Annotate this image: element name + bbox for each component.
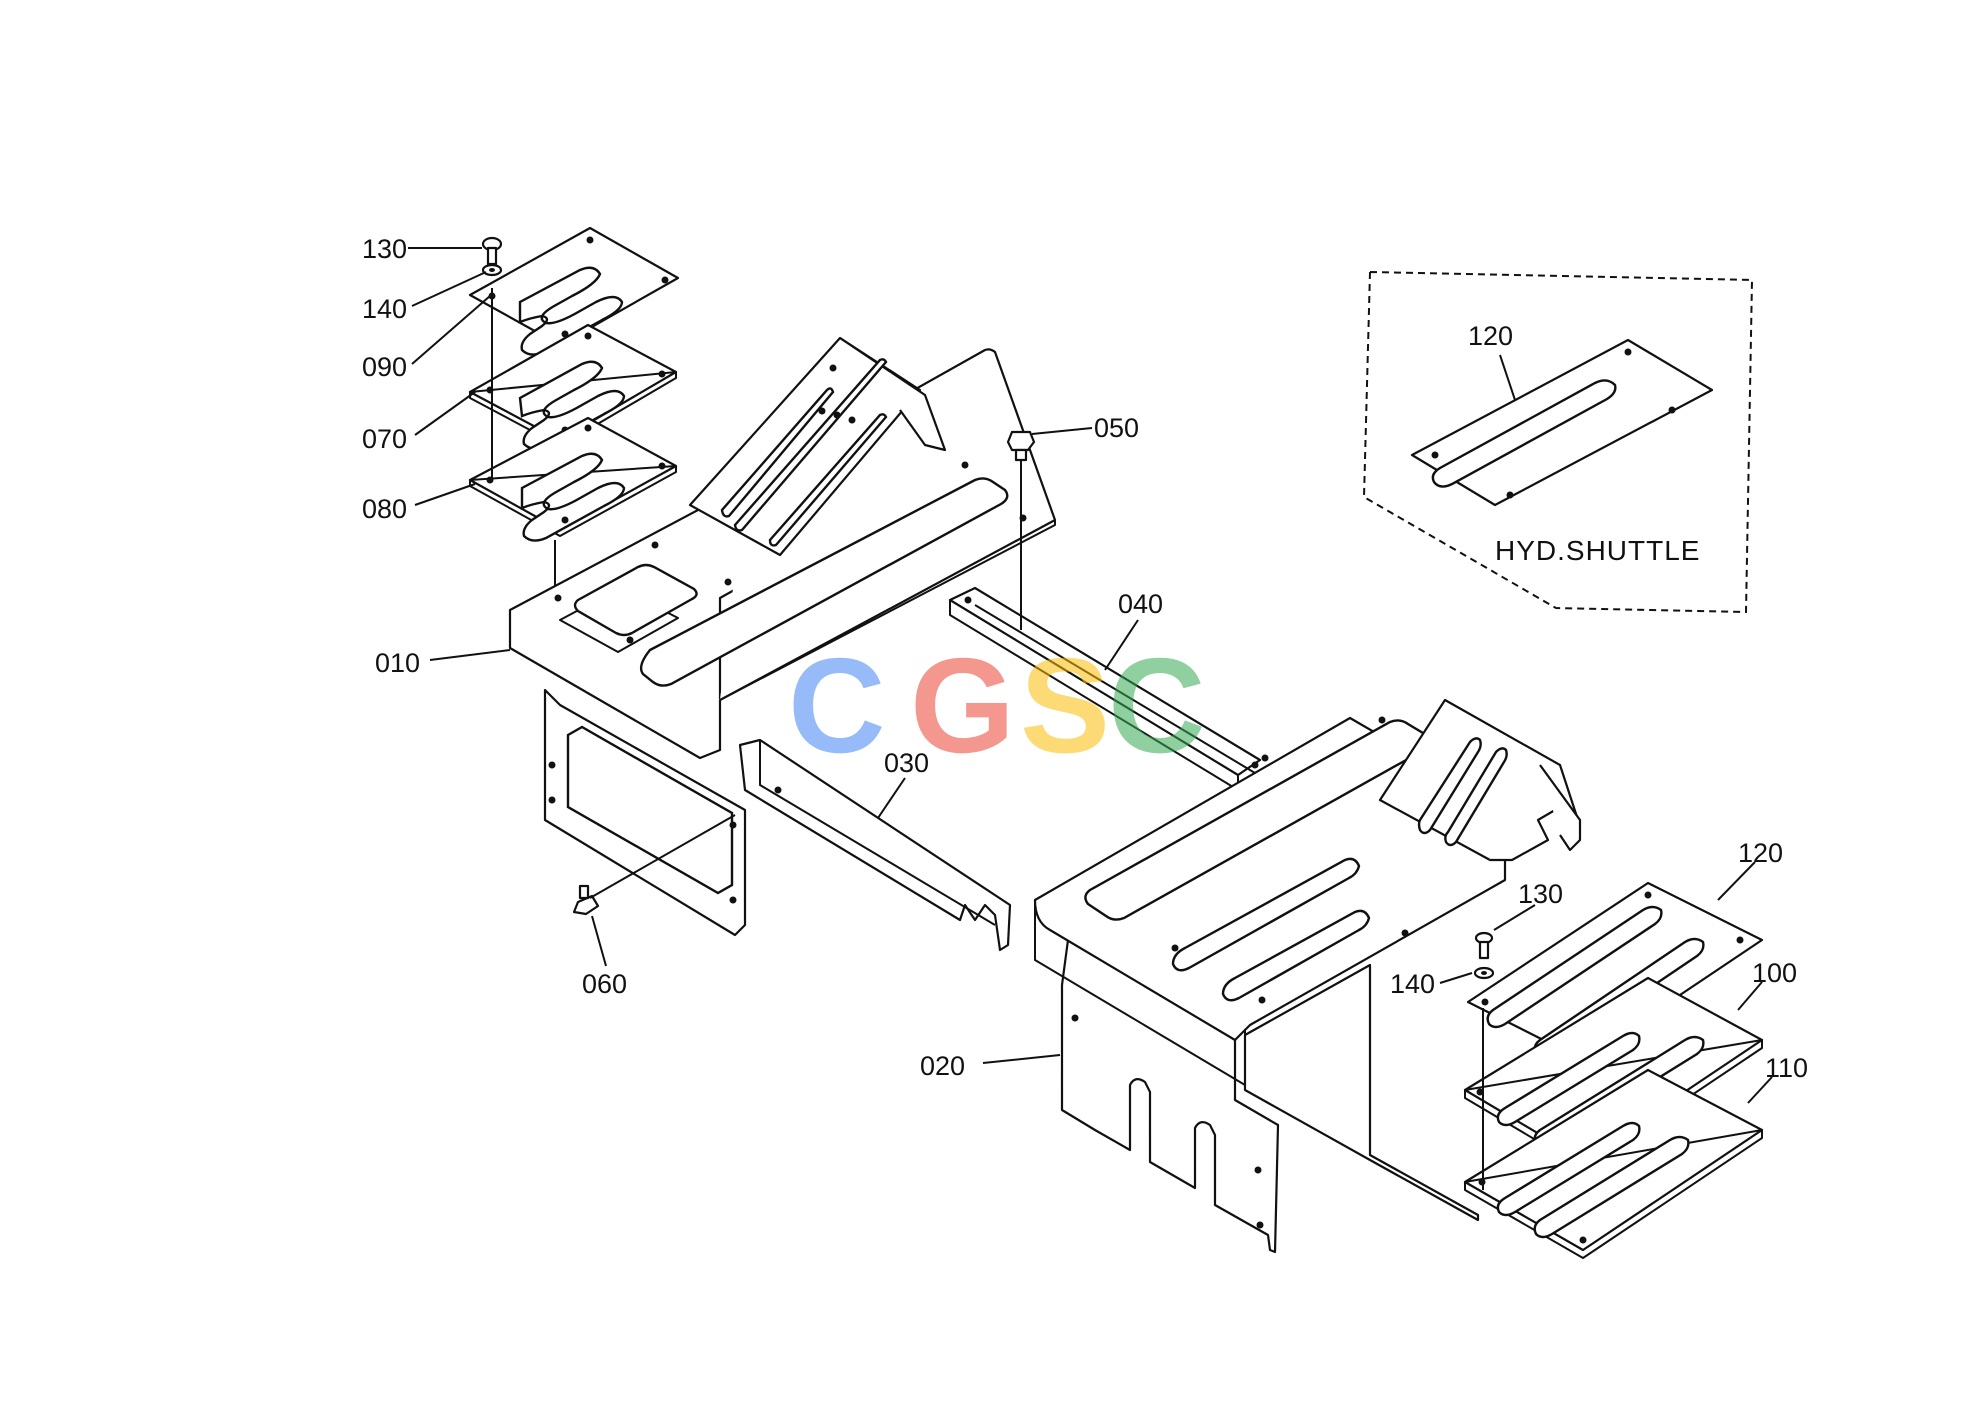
washer-140-left xyxy=(481,263,503,277)
callout-140-right: 140 xyxy=(1390,969,1435,999)
console-020 xyxy=(1033,698,1582,1254)
callout-120-inset: 120 xyxy=(1468,321,1513,351)
bolt-130-right xyxy=(1474,931,1494,960)
console-010 xyxy=(508,336,1057,937)
bolt-060 xyxy=(572,814,736,916)
callout-140-left: 140 xyxy=(362,294,407,324)
callout-130-left: 130 xyxy=(362,234,407,264)
callout-110: 110 xyxy=(1765,1053,1808,1083)
inset-hyd-shuttle: HYD.SHUTTLE xyxy=(1362,270,1754,614)
bolt-050 xyxy=(1006,430,1036,630)
watermark-letter-c2: C xyxy=(1108,630,1206,781)
washer-140-right xyxy=(1473,966,1495,980)
bolt-130-left xyxy=(481,236,503,266)
callout-010: 010 xyxy=(375,648,420,678)
plate-080 xyxy=(468,416,678,542)
callout-070: 070 xyxy=(362,424,407,454)
callout-100: 100 xyxy=(1752,958,1797,988)
plate-070 xyxy=(468,323,678,450)
crossmember-030 xyxy=(738,738,1012,952)
watermark-logo: C G S C xyxy=(788,630,1206,781)
callout-030: 030 xyxy=(884,748,929,778)
plate-090 xyxy=(468,226,680,356)
callout-120-right: 120 xyxy=(1738,838,1783,868)
callout-090: 090 xyxy=(362,352,407,382)
watermark-letter-c1: C xyxy=(788,630,886,781)
plate-110 xyxy=(1463,1068,1764,1259)
callout-labels: 130 140 090 070 080 010 050 040 030 060 … xyxy=(362,234,1808,1083)
callout-050: 050 xyxy=(1094,413,1139,443)
callout-060: 060 xyxy=(582,969,627,999)
inset-title: HYD.SHUTTLE xyxy=(1495,535,1700,566)
watermark-letter-s: S xyxy=(1020,630,1110,781)
leader-lines xyxy=(408,247,1773,1104)
callout-080: 080 xyxy=(362,494,407,524)
callout-040: 040 xyxy=(1118,589,1163,619)
watermark-letter-g: G xyxy=(910,630,1015,781)
callout-020: 020 xyxy=(920,1051,965,1081)
callout-130-right: 130 xyxy=(1518,879,1563,909)
